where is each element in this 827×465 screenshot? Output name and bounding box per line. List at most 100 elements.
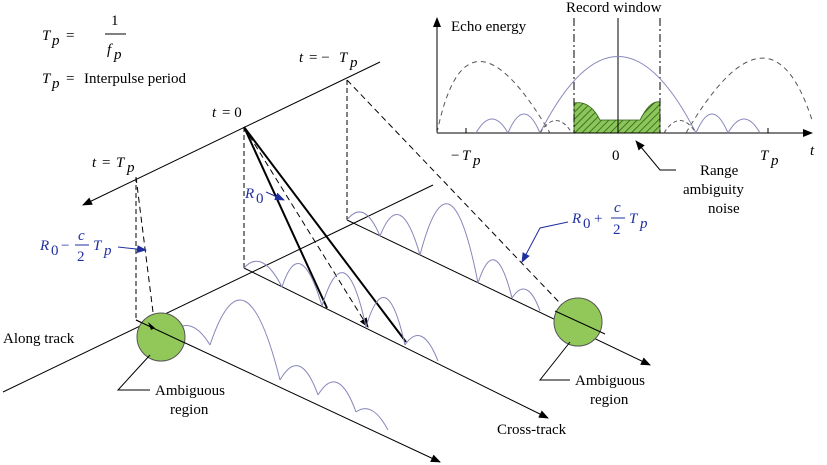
r0minus-pointer <box>117 245 147 254</box>
echo-inset <box>433 17 813 171</box>
leader-right <box>538 341 571 381</box>
ambiguous-right-line2: region <box>590 392 629 408</box>
cross-track-label: Cross-track <box>497 422 567 438</box>
lobe-minus-tp <box>436 61 551 134</box>
noise-label-line2: ambiguity <box>683 182 744 198</box>
t0-eq: = 0 <box>222 105 242 121</box>
cross-track-line-2 <box>243 267 549 419</box>
r0plus-tsub: p <box>639 216 648 232</box>
slant-range-far <box>243 126 407 343</box>
sidelobe-dashed <box>539 120 573 134</box>
r0minus-tsub: p <box>103 243 112 259</box>
record-window-label: Record window <box>566 0 662 16</box>
along-track-line-lower <box>2 224 351 393</box>
range-from-tminus <box>346 79 579 323</box>
r0plus-R: R <box>571 211 581 227</box>
sidelobe <box>695 113 729 134</box>
lobe <box>355 408 389 431</box>
range-labels: R 0 R 0 − c 2 T p R 0 + c 2 T p <box>39 186 648 265</box>
lobe <box>209 299 281 381</box>
r0minus-op: − <box>61 238 69 254</box>
definition-tp-sub: p <box>51 76 60 92</box>
lobe <box>419 203 479 284</box>
formula-numerator: 1 <box>111 13 119 29</box>
definition-text: Interpulse period <box>84 71 187 87</box>
sidelobe-dashed <box>663 120 697 134</box>
along-track-line-upper <box>349 184 434 226</box>
sidelobe <box>507 113 541 134</box>
tplus-eq: = <box>102 155 110 171</box>
lobe <box>243 260 283 288</box>
formula-denominator-f: f <box>107 42 113 58</box>
r0minus-R: R <box>39 238 49 254</box>
lobe <box>317 381 357 413</box>
sidelobe <box>475 118 509 134</box>
r0plus-sub: 0 <box>583 216 591 232</box>
time-labels: t = − T p t = 0 t = T p <box>92 50 358 176</box>
tick-plus-sub: p <box>770 153 779 169</box>
tplus-T: T <box>116 155 126 171</box>
r0minus-num: c <box>78 228 85 244</box>
noise-label-line1: Range <box>700 163 739 179</box>
tick-zero-label: 0 <box>612 148 620 164</box>
axis-labels: Along track Cross-track Ambiguous region… <box>3 331 645 438</box>
lobe <box>281 263 323 307</box>
tick-minus-sign: − <box>451 148 459 164</box>
ground-echo-lobes <box>169 203 541 431</box>
slant-range-mid <box>243 126 369 328</box>
lobe <box>321 272 367 328</box>
ambiguous-left-line1: Ambiguous <box>155 383 225 399</box>
definition-equals: = <box>66 71 74 87</box>
inset-labels: Echo energy Record window − T p 0 T p t … <box>451 0 815 217</box>
noise-label-line3: noise <box>708 201 740 217</box>
r0-pointer <box>265 191 285 201</box>
tplus-t: t <box>92 155 97 171</box>
tplus-sub: p <box>126 160 135 176</box>
lobe <box>365 296 406 346</box>
formula-tp-symbol: T <box>42 28 52 44</box>
r0plus-op: + <box>594 211 602 227</box>
arrowhead-left <box>148 322 155 330</box>
formula-equals: = <box>66 28 74 44</box>
lobe <box>404 335 439 362</box>
geometry-lines <box>2 61 651 463</box>
r0-sub: 0 <box>256 191 264 207</box>
formula-denominator-sub: p <box>113 47 122 63</box>
lobe <box>379 214 421 256</box>
r0plus-den: 2 <box>613 222 621 238</box>
range-ambiguity-noise-area <box>573 101 661 134</box>
lobe <box>477 259 513 299</box>
definition-tp-symbol: T <box>42 71 52 87</box>
r0-R: R <box>244 186 254 202</box>
r0plus-num: c <box>614 200 621 216</box>
lobe-main <box>539 56 697 134</box>
r0plus-pointer <box>521 221 569 263</box>
sidelobe <box>727 118 761 134</box>
range-from-tplus <box>135 176 158 329</box>
interpulse-formula: T p = 1 f p T p = Interpulse period <box>42 13 187 92</box>
noise-pointer <box>635 140 676 171</box>
tick-minus-sub: p <box>472 153 481 169</box>
slant-range-near <box>243 126 328 309</box>
formula-tp-sub: p <box>51 33 60 49</box>
lobe <box>511 288 541 312</box>
along-track-label: Along track <box>3 331 75 347</box>
tminus-eq: = − <box>309 50 330 66</box>
cross-track-over-left <box>135 319 186 344</box>
ambiguous-left-line2: region <box>170 402 209 418</box>
t0-t: t <box>212 105 217 121</box>
leader-left <box>116 354 151 391</box>
tminus-sub: p <box>349 55 358 71</box>
cross-track-over-right <box>554 310 606 335</box>
tminus-T: T <box>339 50 349 66</box>
tick-plus-T: T <box>760 148 770 164</box>
inset-t-axis-label: t <box>810 143 815 159</box>
r0minus-sub: 0 <box>51 243 59 259</box>
ambiguous-right-line1: Ambiguous <box>575 373 645 389</box>
flight-line <box>82 61 381 206</box>
tminus-t: t <box>299 50 304 66</box>
r0plus-T: T <box>629 211 639 227</box>
ambiguous-region-left <box>136 312 186 362</box>
